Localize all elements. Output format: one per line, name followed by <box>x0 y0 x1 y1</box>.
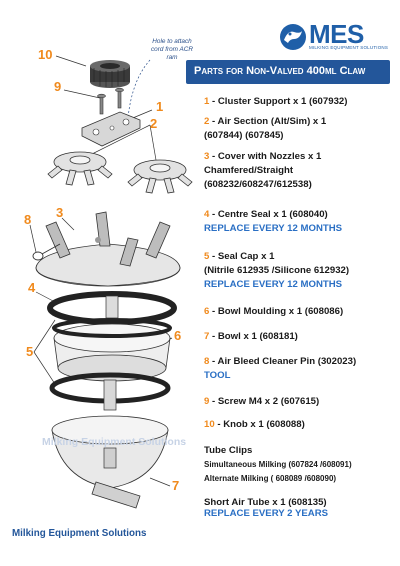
tube-clips-alternate: Alternate Milking ( 608089 /608090) <box>204 474 337 483</box>
replace-note: REPLACE EVERY 12 MONTHS <box>204 279 343 290</box>
part-item-6: 6 - Bowl Moulding x 1 (608086) <box>204 305 394 319</box>
short-air-tube-label: Short Air Tube x 1 (608135) <box>204 497 327 508</box>
part-description: - Bowl x 1 (608181) <box>212 331 298 342</box>
callout-1: 1 <box>156 99 164 114</box>
part-item-7: 7 - Bowl x 1 (608181) <box>204 330 394 344</box>
part-description: - Centre Seal x 1 (608040) <box>212 209 328 220</box>
knob-part <box>90 60 130 88</box>
part-number: 2 <box>204 116 210 127</box>
mes-logo: MES MILKING EQUIPMENT SOLUTIONS <box>278 19 396 52</box>
exploded-claw-diagram <box>29 55 193 509</box>
bowl-moulding-part <box>52 318 172 382</box>
part-description: (607844) (607845) <box>204 130 284 141</box>
part-number: 6 <box>204 306 210 317</box>
short-air-tube-section: Short Air Tube x 1 (608135) REPLACE EVER… <box>204 496 394 521</box>
part-item-4: 4 - Centre Seal x 1 (608040) REPLACE EVE… <box>204 208 394 236</box>
part-description: - Cluster Support x 1 (607932) <box>212 96 348 107</box>
part-number: 9 <box>204 396 210 407</box>
part-item-1: 1 - Cluster Support x 1 (607932) <box>204 95 394 109</box>
tube-clips-heading: Tube Clips <box>204 445 253 456</box>
part-description: - Air Section (Alt/Sim) x 1 <box>212 116 327 127</box>
callout-6: 6 <box>174 328 182 343</box>
part-item-2: 2 - Air Section (Alt/Sim) x 1 (607844) (… <box>204 115 394 143</box>
part-number: 3 <box>204 151 210 162</box>
callout-8: 8 <box>24 212 32 227</box>
part-item-3: 3 - Cover with Nozzles x 1 Chamfered/Str… <box>204 150 394 192</box>
part-description: Chamfered/Straight <box>204 165 294 176</box>
part-item-5: 5 - Seal Cap x 1 (Nitrile 612935 /Silico… <box>204 250 394 292</box>
part-number: 5 <box>204 251 210 262</box>
part-description: (Nitrile 612935 /Silicone 612932) <box>204 265 350 276</box>
part-description: - Screw M4 x 2 (607615) <box>212 396 320 407</box>
replace-note: REPLACE EVERY 12 MONTHS <box>204 223 343 234</box>
replace-note: REPLACE EVERY 2 YEARS <box>204 508 329 519</box>
part-number: 7 <box>204 331 210 342</box>
part-description: - Bowl Moulding x 1 (608086) <box>212 306 344 317</box>
footer-brand: Milking Equipment Solutions <box>12 528 147 539</box>
callout-4: 4 <box>28 280 36 295</box>
part-number: 4 <box>204 209 210 220</box>
callout-7: 7 <box>172 478 180 493</box>
callout-3: 3 <box>56 205 64 220</box>
part-number: 8 <box>204 356 210 367</box>
tube-clips-simultaneous: Simultaneous Milking (607824 /608091) <box>204 460 352 469</box>
part-description: - Seal Cap x 1 <box>212 251 275 262</box>
part-number: 1 <box>204 96 210 107</box>
logo-subtitle: MILKING EQUIPMENT SOLUTIONS <box>309 45 389 50</box>
air-section-part <box>47 151 193 194</box>
mes-logo-icon <box>280 24 306 50</box>
part-description: (608232/608247/612538) <box>204 179 312 190</box>
callout-5: 5 <box>26 344 34 359</box>
part-description: - Knob x 1 (608088) <box>217 419 305 430</box>
callout-9: 9 <box>54 79 62 94</box>
air-bleed-pin-part <box>32 243 61 261</box>
bowl-part <box>51 415 169 509</box>
page-title: Parts for Non-Valved 400ml Claw <box>194 65 366 77</box>
callout-2: 2 <box>150 116 158 131</box>
callout-10: 10 <box>38 47 53 62</box>
part-description: - Air Bleed Cleaner Pin (302023) <box>212 356 357 367</box>
centre-seal-part <box>47 291 177 325</box>
cluster-support-part <box>81 111 141 147</box>
tool-note: TOOL <box>204 370 231 381</box>
logo-name: MES <box>309 19 364 49</box>
part-item-9: 9 - Screw M4 x 2 (607615) <box>204 395 394 409</box>
attach-cord-note: Hole to attach cord from ACR ram <box>150 38 194 61</box>
screws-part <box>97 87 124 115</box>
cover-part <box>35 211 181 287</box>
title-bar: Parts for Non-Valved 400ml Claw <box>186 60 390 84</box>
watermark: Milking Equipment Solutions <box>42 436 187 448</box>
part-item-8: 8 - Air Bleed Cleaner Pin (302023) TOOL <box>204 355 394 383</box>
part-item-10: 10 - Knob x 1 (608088) <box>204 418 394 432</box>
seal-cap-part <box>49 372 171 411</box>
part-description: - Cover with Nozzles x 1 <box>212 151 322 162</box>
part-number: 10 <box>204 419 215 430</box>
tube-clips-section: Tube Clips Simultaneous Milking (607824 … <box>204 444 394 486</box>
